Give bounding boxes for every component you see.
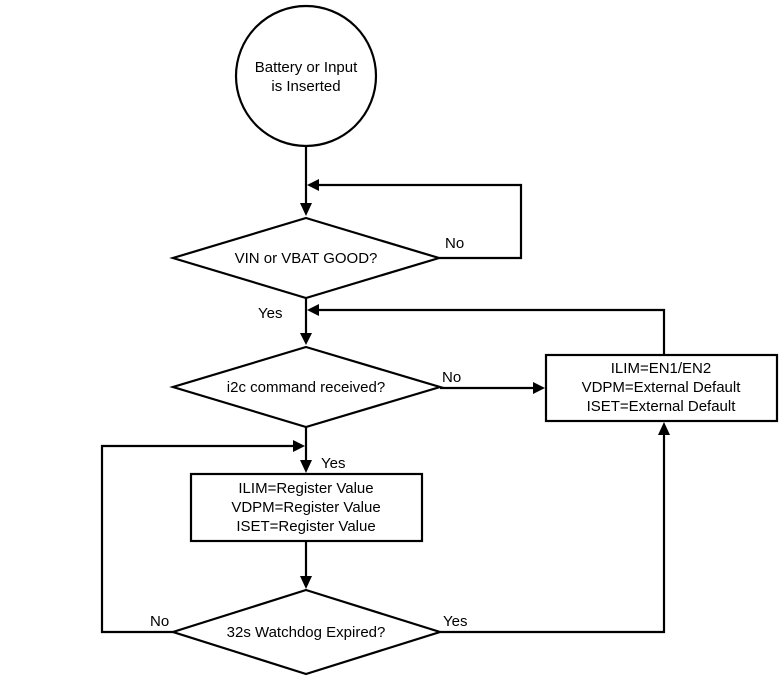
register-value-node: ILIM=Register Value VDPM=Register Value … <box>189 472 424 543</box>
i2c-check-node: i2c command received? <box>169 345 444 429</box>
start-line-1: Battery or Input <box>255 59 358 76</box>
arrow-i2c-no <box>533 382 545 394</box>
register-line-1: ILIM=Register Value <box>238 480 373 497</box>
external-line-1: ILIM=EN1/EN2 <box>611 360 711 377</box>
edge-watchdog-no-loop <box>100 444 293 634</box>
watchdog-check-label: 32s Watchdog Expired? <box>227 624 386 641</box>
start-node: Battery or Input is Inserted <box>234 4 378 148</box>
label-vin-yes: Yes <box>258 305 282 322</box>
external-line-2: VDPM=External Default <box>582 379 742 396</box>
vin-check-label: VIN or VBAT GOOD? <box>235 250 378 267</box>
label-i2c-yes: Yes <box>321 455 345 472</box>
label-vin-no: No <box>445 235 464 252</box>
start-line-2: is Inserted <box>271 78 340 95</box>
edge-external-to-i2c <box>319 308 666 355</box>
edge-watchdog-yes <box>440 435 666 634</box>
label-watchdog-no: No <box>150 613 169 630</box>
arrow-external-to-i2c <box>307 304 319 316</box>
vin-check-node: VIN or VBAT GOOD? <box>169 216 443 300</box>
register-line-3: ISET=Register Value <box>236 518 375 535</box>
edge-vin-no-loop <box>319 183 523 260</box>
arrow-vin-no-loop <box>307 179 319 191</box>
watchdog-check-node: 32s Watchdog Expired? <box>169 588 444 676</box>
register-line-2: VDPM=Register Value <box>231 499 380 516</box>
arrow-i2c-yes <box>300 460 312 473</box>
i2c-check-label: i2c command received? <box>227 379 385 396</box>
watchdog-check-diamond <box>169 588 444 676</box>
external-default-node: ILIM=EN1/EN2 VDPM=External Default ISET=… <box>544 353 779 423</box>
arrow-watchdog-no-loop <box>293 440 305 452</box>
label-watchdog-yes: Yes <box>443 613 467 630</box>
label-i2c-no: No <box>442 369 461 386</box>
start-circle <box>234 4 378 148</box>
register-value-box <box>189 472 424 543</box>
arrow-register-to-watchdog <box>300 576 312 589</box>
arrow-watchdog-yes <box>658 422 670 435</box>
external-line-3: ISET=External Default <box>587 398 737 415</box>
arrow-vin-yes <box>300 333 312 345</box>
arrow-start-to-vin <box>300 203 312 216</box>
external-default-box <box>544 353 779 423</box>
